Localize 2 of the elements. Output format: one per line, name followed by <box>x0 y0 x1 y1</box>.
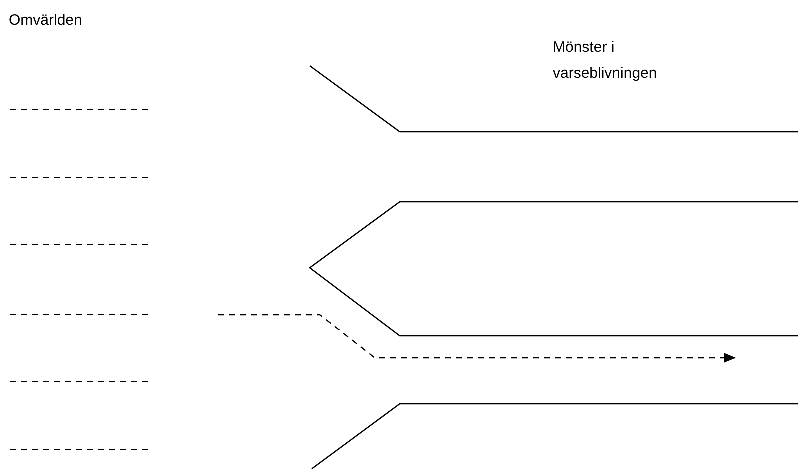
text-label: Mönster i varseblivningen <box>553 38 658 84</box>
text-label: Omvärlden <box>9 11 84 31</box>
